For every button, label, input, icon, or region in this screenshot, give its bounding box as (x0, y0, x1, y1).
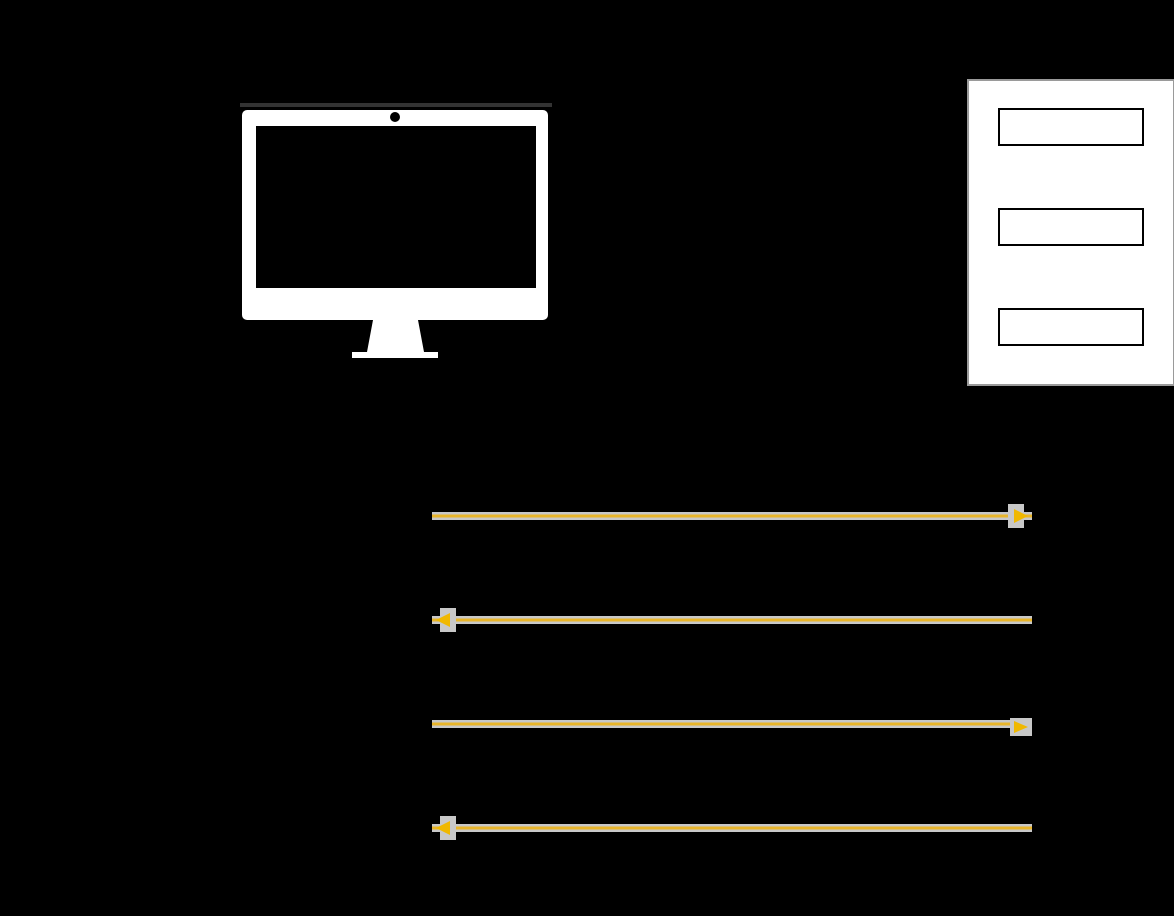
arrow-right-icon (1014, 509, 1028, 523)
server-slot-3 (998, 308, 1144, 346)
arrow-line (432, 722, 1032, 726)
arrow-left-icon (436, 821, 450, 835)
message-arrow-4 (432, 816, 1032, 840)
server-rack-icon (967, 79, 1174, 386)
server-slot (998, 108, 1144, 146)
arrow-line (432, 618, 1032, 622)
arrow-right-icon (1014, 721, 1028, 733)
message-arrow-3 (432, 718, 1032, 736)
message-arrow-2 (432, 608, 1032, 632)
server-slot-1 (998, 108, 1144, 146)
monitor-top-shadow (240, 103, 552, 107)
monitor-base (352, 352, 438, 358)
monitor-neck (367, 320, 424, 352)
arrow-line (432, 514, 1032, 518)
server-slot-2 (998, 208, 1144, 246)
webcam-icon (390, 112, 400, 122)
desktop-monitor-icon (240, 103, 552, 358)
server-slot (998, 308, 1144, 346)
message-arrow-1 (432, 504, 1032, 528)
monitor-screen (256, 126, 536, 288)
server-slot (998, 208, 1144, 246)
arrow-left-icon (436, 613, 450, 627)
arrow-line (432, 826, 1032, 830)
